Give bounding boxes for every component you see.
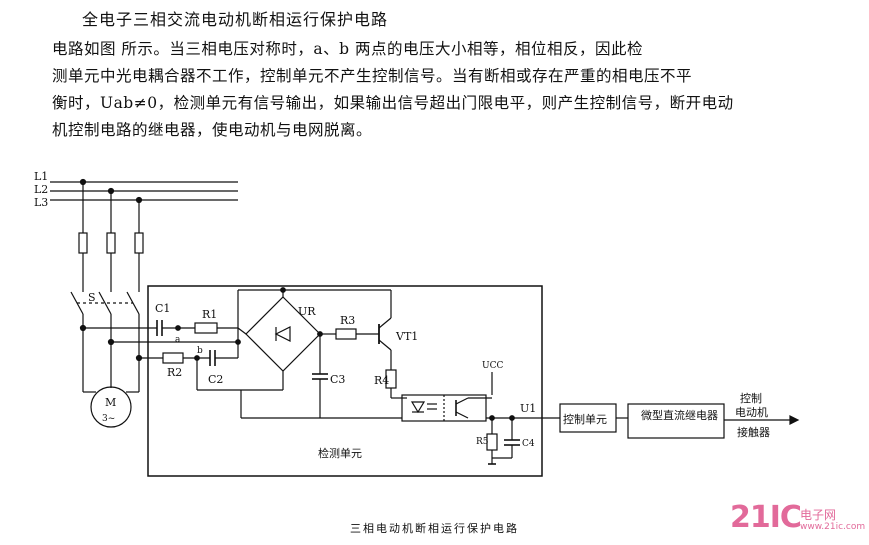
motor bbox=[90, 386, 132, 428]
paragraph-line: 电路如图 所示。当三相电压对称时，a、b 两点的电压大小相等，相位相反，因此检 bbox=[52, 40, 644, 58]
label-l2: L2 bbox=[34, 183, 48, 196]
label-u1: U1 bbox=[520, 402, 536, 415]
detection-unit-label: 检测单元 bbox=[318, 446, 362, 460]
detection-unit-box bbox=[147, 285, 543, 477]
label-c1: C1 bbox=[155, 302, 170, 315]
label-c3: C3 bbox=[330, 373, 345, 386]
output-label-1: 控制 bbox=[740, 391, 762, 405]
motor-sub-label: 3~ bbox=[102, 414, 115, 424]
fuse-1 bbox=[78, 232, 88, 254]
page-title: 全电子三相交流电动机断相运行保护电路 bbox=[82, 10, 389, 29]
figure-caption: 三相电动机断相运行保护电路 bbox=[350, 522, 519, 535]
label-r3: R3 bbox=[340, 314, 355, 327]
label-r5: R5 bbox=[476, 437, 489, 447]
fuse-2 bbox=[106, 232, 116, 254]
resistor-r1 bbox=[194, 322, 218, 334]
motor-label: M bbox=[105, 396, 116, 409]
control-unit-label: 控制单元 bbox=[563, 412, 607, 426]
label-c4: C4 bbox=[522, 439, 535, 449]
watermark-url: www.21ic.com bbox=[800, 522, 866, 532]
label-r1: R1 bbox=[202, 308, 217, 321]
label-l3: L3 bbox=[34, 196, 48, 209]
body-paragraph: 电路如图 所示。当三相电压对称时，a、b 两点的电压大小相等，相位相反，因此检 … bbox=[52, 36, 832, 144]
label-c2: C2 bbox=[208, 373, 223, 386]
label-vt1: VT1 bbox=[395, 330, 418, 343]
label-ucc: UCC bbox=[482, 361, 503, 371]
point-a-dot bbox=[175, 325, 181, 331]
label-point-b: b bbox=[197, 346, 203, 356]
label-switch: S bbox=[88, 291, 96, 304]
resistor-r3 bbox=[335, 328, 357, 340]
paragraph-line: 测单元中光电耦合器不工作，控制单元不产生控制信号。当有断相或存在严重的相电压不平 bbox=[52, 67, 693, 85]
resistor-r2 bbox=[162, 352, 184, 364]
relay-label-line1: 微型直流继电器 bbox=[641, 408, 718, 422]
label-r4: R4 bbox=[374, 374, 389, 387]
fuse-3 bbox=[134, 232, 144, 254]
label-r2: R2 bbox=[167, 366, 182, 379]
watermark-text: 电子网 bbox=[800, 508, 837, 522]
output-label-2: 电动机 bbox=[735, 405, 768, 419]
watermark-logo: 21IC bbox=[730, 500, 802, 535]
label-point-a: a bbox=[175, 335, 181, 345]
relay-block bbox=[627, 403, 725, 439]
label-ur: UR bbox=[298, 305, 316, 318]
paragraph-line: 机控制电路的继电器，使电动机与电网脱离。 bbox=[52, 121, 373, 139]
label-l1: L1 bbox=[34, 170, 48, 183]
paragraph-line: 衡时，Uab≠0，检测单元有信号输出，如果输出信号超出门限电平，则产生控制信号，… bbox=[52, 94, 734, 112]
output-label-3: 接触器 bbox=[737, 425, 770, 439]
opto-led bbox=[410, 401, 426, 414]
